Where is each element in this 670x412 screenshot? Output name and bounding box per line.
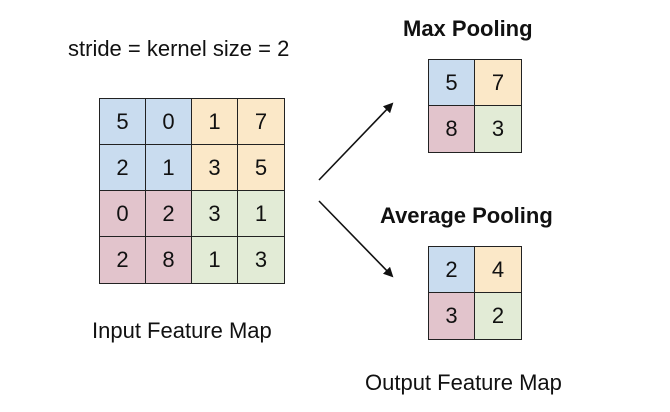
grid-cell: 2 (100, 237, 146, 283)
grid-cell: 1 (238, 191, 284, 237)
grid-cell: 7 (475, 60, 521, 106)
grid-cell: 7 (238, 99, 284, 145)
grid-cell: 0 (100, 191, 146, 237)
grid-cell: 1 (192, 99, 238, 145)
grid-cell: 2 (146, 191, 192, 237)
grid-cell: 1 (146, 145, 192, 191)
grid-cell: 0 (146, 99, 192, 145)
arrow-to-max-pooling (318, 102, 394, 181)
grid-cell: 3 (429, 293, 475, 339)
grid-cell: 5 (429, 60, 475, 106)
output-feature-map-label: Output Feature Map (365, 370, 562, 395)
grid-cell: 1 (192, 237, 238, 283)
grid-cell: 8 (429, 106, 475, 152)
grid-cell: 3 (192, 191, 238, 237)
max-pooling-title: Max Pooling (403, 16, 533, 41)
grid-cell: 3 (475, 106, 521, 152)
grid-cell: 5 (100, 99, 146, 145)
grid-cell: 8 (146, 237, 192, 283)
grid-cell: 5 (238, 145, 284, 191)
grid-cell: 2 (429, 247, 475, 293)
grid-cell: 4 (475, 247, 521, 293)
stride-caption: stride = kernel size = 2 (68, 36, 290, 61)
arrow-to-average-pooling (318, 200, 394, 278)
grid-cell: 2 (100, 145, 146, 191)
input-feature-map-label: Input Feature Map (92, 318, 272, 343)
grid-cell: 3 (192, 145, 238, 191)
grid-cell: 2 (475, 293, 521, 339)
grid-cell: 3 (238, 237, 284, 283)
average-pooling-title: Average Pooling (380, 203, 553, 228)
